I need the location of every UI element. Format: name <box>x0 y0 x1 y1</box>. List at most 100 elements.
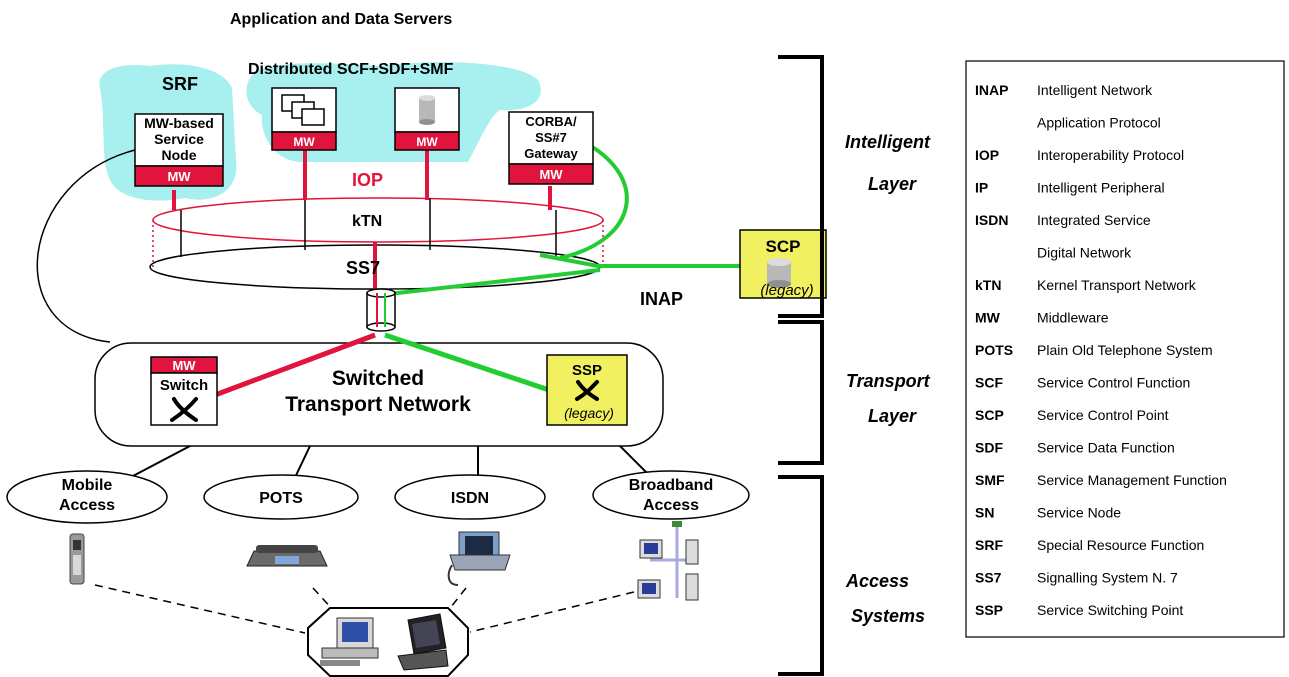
legend-abbr: INAP <box>975 82 1008 98</box>
legend-abbr: SRF <box>975 537 1003 553</box>
mobile-line2: Access <box>59 497 115 514</box>
legend-abbr: SCP <box>975 407 1004 423</box>
legend-box <box>965 60 1285 638</box>
green-gateway-loop <box>559 138 629 260</box>
telephone-icon <box>246 545 328 567</box>
legend-desc: Plain Old Telephone System <box>1037 342 1213 358</box>
legend-abbr: MW <box>975 310 1001 326</box>
legend-abbr: SN <box>975 505 994 521</box>
signalling-junction-cylinder <box>366 288 396 332</box>
access-line2: Systems <box>851 606 925 626</box>
database-icon <box>767 258 791 288</box>
legend-abbr: SS7 <box>975 570 1002 586</box>
inap-label: INAP <box>640 289 683 309</box>
transport-line1: Transport <box>846 371 931 391</box>
legend-abbr: POTS <box>975 342 1013 358</box>
pots-label: POTS <box>259 490 303 507</box>
scp-node: SCP (legacy) <box>739 229 827 299</box>
pots-access: POTS <box>203 474 359 520</box>
access-line1: Access <box>845 571 909 591</box>
access-line-broadband <box>619 445 651 477</box>
user-terminal <box>307 607 469 677</box>
server1-mw: MW <box>293 135 315 149</box>
mobile-phone-icon <box>69 533 85 585</box>
green-ss7-to-ssp <box>379 268 601 297</box>
dashed-pots <box>312 587 336 613</box>
intelligent-line1: Intelligent <box>845 132 931 152</box>
isdn-label: ISDN <box>451 490 489 507</box>
ss7-label: SS7 <box>346 258 380 278</box>
mobile-line1: Mobile <box>62 477 113 494</box>
red-to-switch <box>214 332 376 398</box>
ssp-legacy: (legacy) <box>564 405 614 421</box>
legend-abbr: SCF <box>975 375 1003 391</box>
legend-desc: Intelligent Network <box>1037 82 1153 98</box>
legend-abbr: SSP <box>975 602 1003 618</box>
broadband-network-icon <box>637 521 699 601</box>
broadband-line2: Access <box>643 497 699 514</box>
legend-desc: Kernel Transport Network <box>1037 277 1197 293</box>
sn-line2: Service <box>154 131 204 147</box>
gw-line2: SS#7 <box>535 130 567 145</box>
transport-line2: Layer <box>868 406 917 426</box>
corba-gateway: CORBA/ SS#7 Gateway MW <box>508 111 594 185</box>
dashed-isdn <box>446 587 467 613</box>
access-bracket <box>778 475 824 676</box>
green-inap <box>539 253 740 268</box>
intelligent-bracket <box>778 55 824 318</box>
legend-abbr: SMF <box>975 472 1005 488</box>
legend-desc: Intelligent Peripheral <box>1037 180 1165 196</box>
stn-line1: Switched <box>332 367 424 390</box>
legend-desc: Special Resource Function <box>1037 537 1204 553</box>
legend-desc: Middleware <box>1037 310 1109 326</box>
switched-transport-network <box>94 342 664 447</box>
legend-desc: Integrated Service <box>1037 212 1151 228</box>
transport-bracket <box>778 320 824 465</box>
isdn-access: ISDN <box>394 474 546 520</box>
broadband-line1: Broadband <box>629 477 713 494</box>
legend-desc: Service Data Function <box>1037 440 1175 456</box>
windows-icon <box>281 94 325 126</box>
dashed-mobile <box>94 584 306 634</box>
legend-abbr: IOP <box>975 147 999 163</box>
srf-label: SRF <box>162 74 198 94</box>
distributed-label: Distributed SCF+SDF+SMF <box>248 61 454 78</box>
legend-desc: Interoperability Protocol <box>1037 147 1184 163</box>
legend-abbr: kTN <box>975 277 1001 293</box>
legend-desc: Service Node <box>1037 505 1121 521</box>
mobile-access: Mobile Access <box>6 470 168 524</box>
sn-to-stn-curve <box>36 149 136 343</box>
legend-desc: Signalling System N. 7 <box>1037 570 1178 586</box>
diagram-title: Application and Data Servers <box>230 11 452 28</box>
dashed-broadband <box>469 591 635 633</box>
gw-line3: Gateway <box>524 146 578 161</box>
legend-abbr: IP <box>975 180 988 196</box>
sn-line1: MW-based <box>144 115 214 131</box>
scp-label: SCP <box>766 237 801 256</box>
scp-legacy: (legacy) <box>760 282 813 299</box>
server-1: MW <box>271 87 337 151</box>
switch-mw: MW <box>172 358 196 373</box>
legend-desc: Service Switching Point <box>1037 602 1183 618</box>
legend-desc: Digital Network <box>1037 245 1132 261</box>
service-node: MW-based Service Node MW <box>134 113 224 187</box>
gw-line1: CORBA/ <box>525 114 577 129</box>
intelligent-line2: Layer <box>868 174 917 194</box>
legend-abbr: SDF <box>975 440 1003 456</box>
green-to-ssp <box>384 332 556 395</box>
stn-line2: Transport Network <box>285 393 471 416</box>
switch-node: MW Switch <box>150 356 218 426</box>
ssp-label: SSP <box>572 362 602 379</box>
switch-cross-icon <box>170 397 198 422</box>
laptop-icon <box>397 613 449 671</box>
server-2: MW <box>394 87 460 151</box>
database-icon <box>419 95 435 125</box>
legend-desc: Service Control Point <box>1037 407 1169 423</box>
ssp-node: SSP (legacy) <box>546 354 628 426</box>
legend-desc: Application Protocol <box>1037 115 1161 131</box>
desktop-computer-icon <box>320 617 379 666</box>
sn-line3: Node <box>162 147 197 163</box>
legend-desc: Service Control Function <box>1037 375 1190 391</box>
